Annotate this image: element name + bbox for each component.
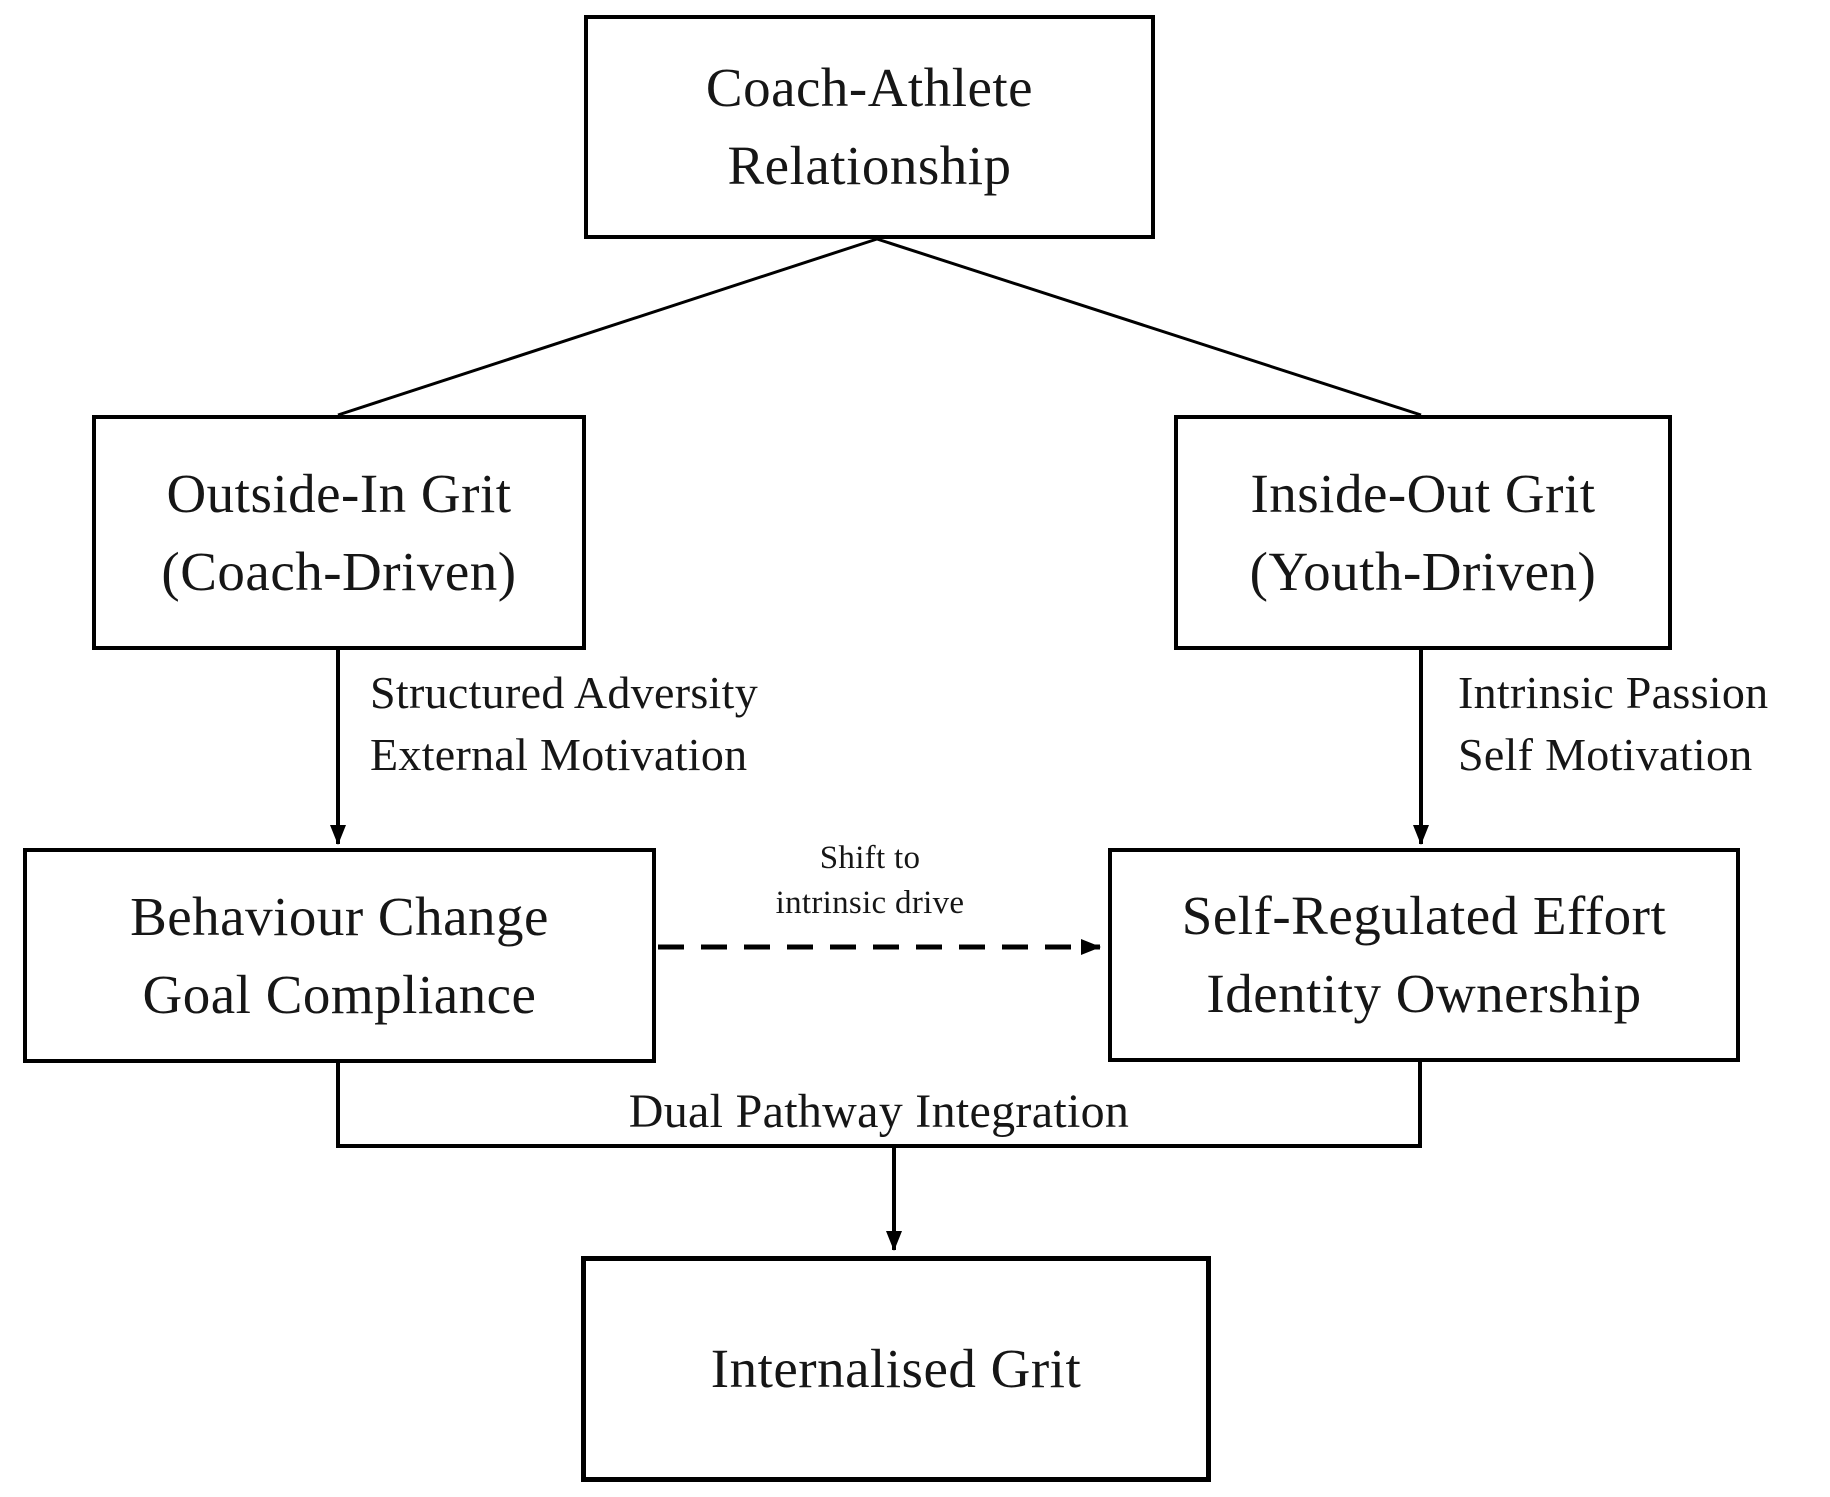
node-coach-athlete-line2: Relationship [727,135,1012,196]
node-internalised-line1: Internalised Grit [710,1338,1082,1399]
node-inside-out-line1: Inside-Out Grit [1250,462,1596,524]
label-left-pathway: Structured Adversity External Motivation [370,662,758,786]
label-left-pathway-line2: External Motivation [370,729,748,780]
node-selfreg-line1: Self-Regulated Effort [1181,885,1667,946]
node-behaviour-change: Behaviour Change Goal Compliance [23,848,656,1063]
label-shift-to-intrinsic-drive: Shift to intrinsic drive [660,836,1080,926]
node-outside-in-grit: Outside-In Grit (Coach-Driven) [92,415,586,650]
node-selfreg-line2: Identity Ownership [1206,963,1642,1024]
edge-top-to-left-line [337,237,878,417]
edge-top-to-right-line [876,237,1422,417]
label-left-pathway-line1: Structured Adversity [370,667,758,718]
label-shift-line1: Shift to [819,840,921,876]
label-right-pathway-line1: Intrinsic Passion [1458,667,1769,718]
node-inside-out-line2: (Youth-Driven) [1249,540,1597,602]
node-coach-athlete-relationship: Coach-Athlete Relationship [584,15,1155,239]
label-shift-line2: intrinsic drive [775,885,965,921]
label-integration-line1: Dual Pathway Integration [628,1085,1130,1138]
node-coach-athlete-line1: Coach-Athlete [705,57,1034,118]
label-right-pathway: Intrinsic Passion Self Motivation [1458,662,1768,786]
label-right-pathway-line2: Self Motivation [1458,729,1753,780]
node-internalised-grit: Internalised Grit [581,1256,1211,1482]
node-self-regulated-effort: Self-Regulated Effort Identity Ownership [1108,848,1740,1062]
node-behaviour-line2: Goal Compliance [142,963,537,1025]
node-outside-in-line2: (Coach-Driven) [161,540,517,602]
node-outside-in-line1: Outside-In Grit [166,462,512,524]
node-inside-out-grit: Inside-Out Grit (Youth-Driven) [1174,415,1672,650]
node-behaviour-line1: Behaviour Change [130,885,549,947]
label-dual-pathway-integration: Dual Pathway Integration [338,1084,1420,1140]
